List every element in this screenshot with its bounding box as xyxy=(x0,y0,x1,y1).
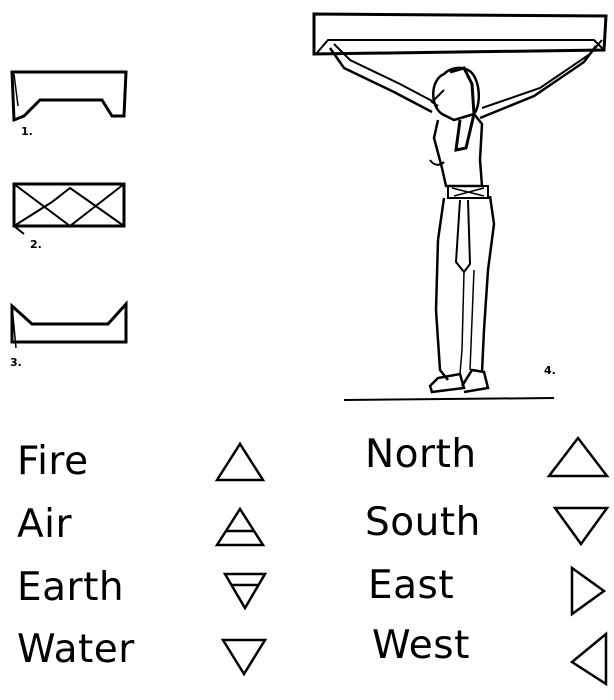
sky-glyph-1-icon xyxy=(8,66,128,128)
element-word-water: Water xyxy=(17,630,135,669)
downward-triangle-icon xyxy=(220,636,268,678)
sky-glyph-3-icon xyxy=(8,296,128,352)
element-word-air: Air xyxy=(17,505,72,544)
right-pointing-triangle-icon xyxy=(568,564,608,618)
direction-word-north: North xyxy=(365,435,477,474)
left-pointing-triangle-icon xyxy=(568,630,610,688)
upward-triangle-with-bar-icon xyxy=(214,505,266,549)
downward-triangle-with-bar-icon xyxy=(222,570,268,612)
figure-2-label: 2. xyxy=(30,238,42,251)
sky-goddess-figure-icon xyxy=(304,10,610,405)
figure-4-label: 4. xyxy=(544,364,556,377)
downward-triangle-icon xyxy=(552,504,610,548)
sky-glyph-2-icon xyxy=(10,180,128,240)
element-word-fire: Fire xyxy=(17,442,89,481)
figure-3-label: 3. xyxy=(10,356,22,369)
figure-1-label: 1. xyxy=(21,125,33,138)
upward-triangle-icon xyxy=(214,440,266,484)
direction-word-east: East xyxy=(368,566,454,605)
direction-word-south: South xyxy=(365,503,481,542)
direction-word-west: West xyxy=(372,626,470,665)
element-word-earth: Earth xyxy=(17,568,124,607)
upward-triangle-icon xyxy=(546,434,610,480)
